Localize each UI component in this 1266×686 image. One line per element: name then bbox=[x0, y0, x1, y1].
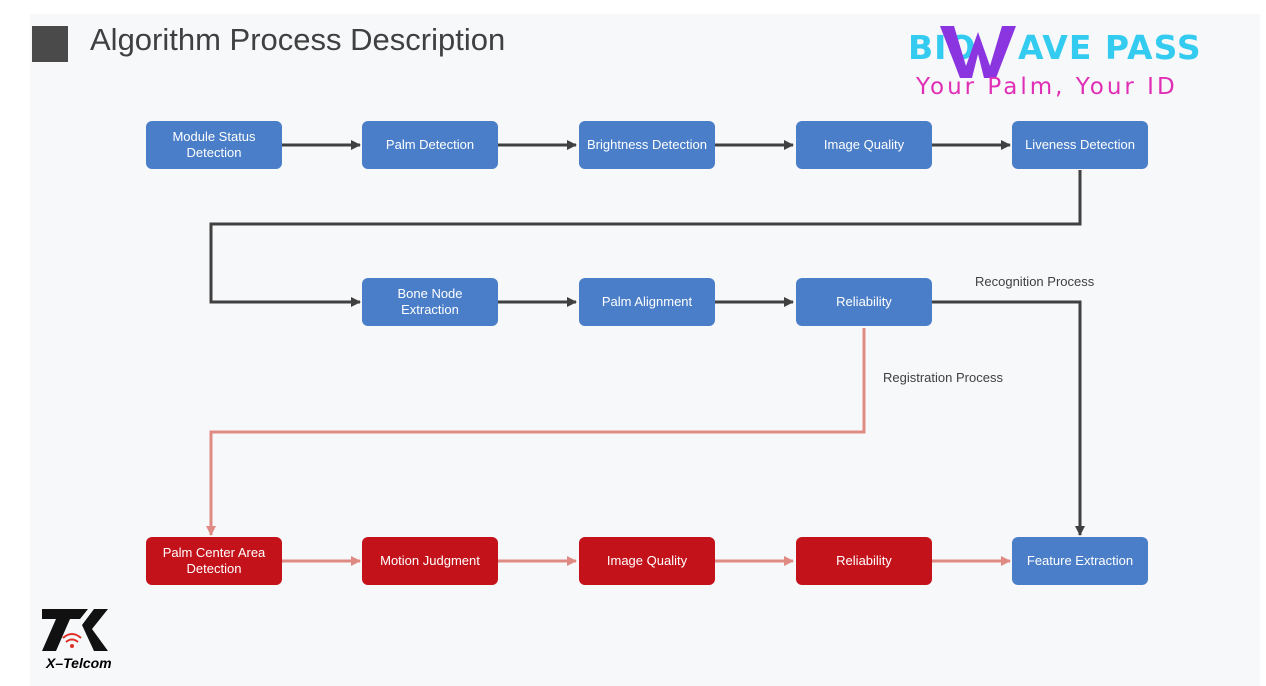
step-brightness-detection: Brightness Detection bbox=[579, 121, 715, 169]
step-liveness-detection: Liveness Detection bbox=[1012, 121, 1148, 169]
brand-w-icon bbox=[940, 26, 1016, 78]
step-palm-alignment: Palm Alignment bbox=[579, 278, 715, 326]
title-bullet-square bbox=[32, 26, 68, 62]
step-bone-node-extraction: Bone Node Extraction bbox=[362, 278, 498, 326]
step-motion-judgment: Motion Judgment bbox=[362, 537, 498, 585]
step-palm-detection: Palm Detection bbox=[362, 121, 498, 169]
brand-word-right: AVE PASS bbox=[1018, 28, 1202, 67]
brand-logo: BIO AVE PASS Your Palm, Your ID bbox=[900, 16, 1220, 106]
step-feature-extraction: Feature Extraction bbox=[1012, 537, 1148, 585]
arrow-liveness-to-bone bbox=[209, 170, 1082, 307]
step-module-status: Module Status Detection bbox=[146, 121, 282, 169]
step-reliability: Reliability bbox=[796, 278, 932, 326]
step-reliability-registration: Reliability bbox=[796, 537, 932, 585]
x-telcom-mark-icon bbox=[42, 609, 108, 651]
brand-tagline: Your Palm, Your ID bbox=[916, 74, 1178, 100]
step-palm-center-area-detection: Palm Center Area Detection bbox=[146, 537, 282, 585]
footer-logo-name: X–Telcom bbox=[46, 655, 112, 671]
step-image-quality: Image Quality bbox=[796, 121, 932, 169]
arrow-recognition-path bbox=[932, 300, 1085, 536]
label-registration-process: Registration Process bbox=[883, 370, 1003, 385]
step-image-quality-registration: Image Quality bbox=[579, 537, 715, 585]
label-recognition-process: Recognition Process bbox=[975, 274, 1095, 289]
page-title: Algorithm Process Description bbox=[90, 22, 506, 57]
arrow-registration-path bbox=[206, 328, 866, 536]
footer-logo: X–Telcom bbox=[36, 605, 126, 675]
